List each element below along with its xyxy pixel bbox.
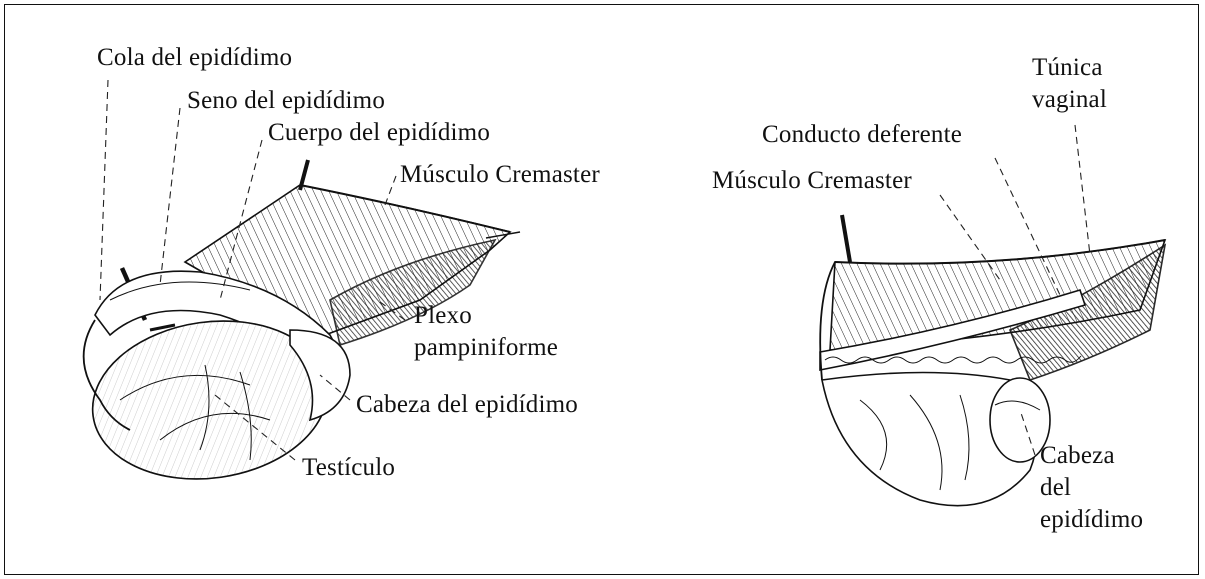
leader-cola <box>100 80 108 300</box>
label-musculo-cremaster-left: Músculo Cremaster <box>400 162 600 187</box>
leader-seno <box>160 108 180 285</box>
label-musculo-cremaster-right: Músculo Cremaster <box>712 168 912 193</box>
label-cabeza-epididimo-left: Cabeza del epidídimo <box>356 392 578 417</box>
label-seno-epididimo: Seno del epidídimo <box>187 88 385 113</box>
label-testiculo: Testículo <box>302 455 395 480</box>
label-cola-epididimo: Cola del epidídimo <box>97 45 292 70</box>
label-cabeza-epididimo-right: Cabeza del epidídimo <box>1040 440 1143 536</box>
leader-cremaster-left <box>385 176 396 205</box>
label-tunica-vaginal: Túnica vaginal <box>1032 52 1107 116</box>
label-plexo-pampiniforme: Plexo pampiniforme <box>414 300 558 364</box>
leader-tunica <box>1075 125 1090 255</box>
label-cuerpo-epididimo: Cuerpo del epidídimo <box>268 120 490 145</box>
label-conducto-deferente: Conducto deferente <box>762 122 962 147</box>
